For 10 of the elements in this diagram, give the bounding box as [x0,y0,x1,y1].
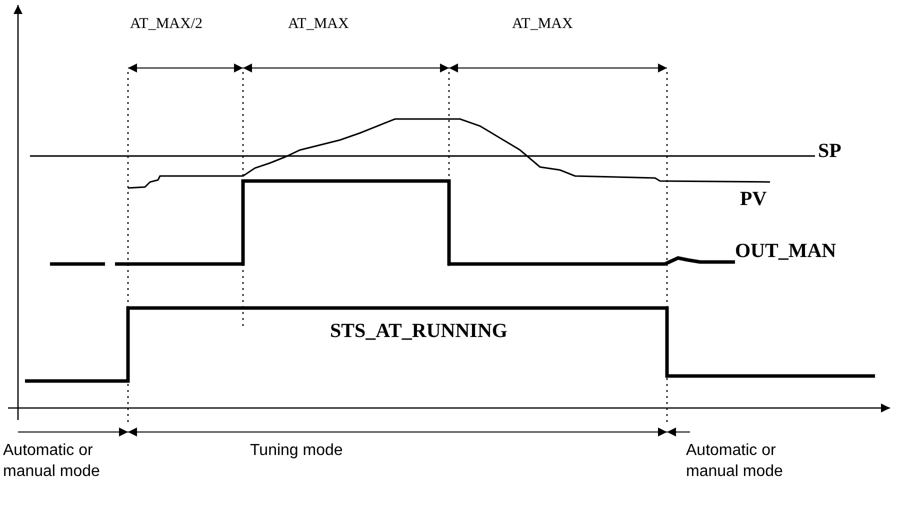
interval-label: AT_MAX/2 [130,16,203,33]
signal-name: PV [740,188,767,211]
signal-name: SP [818,140,842,163]
interval-label: AT_MAX [512,16,573,33]
mode-label: Tuning mode [250,441,343,461]
signal-name: OUT_MAN [735,240,836,263]
mode-label: Automatic or manual mode [686,441,784,482]
mode-label: Automatic or manual mode [3,441,101,482]
interval-label: AT_MAX [288,16,349,33]
signal-name: STS_AT_RUNNING [330,320,508,343]
